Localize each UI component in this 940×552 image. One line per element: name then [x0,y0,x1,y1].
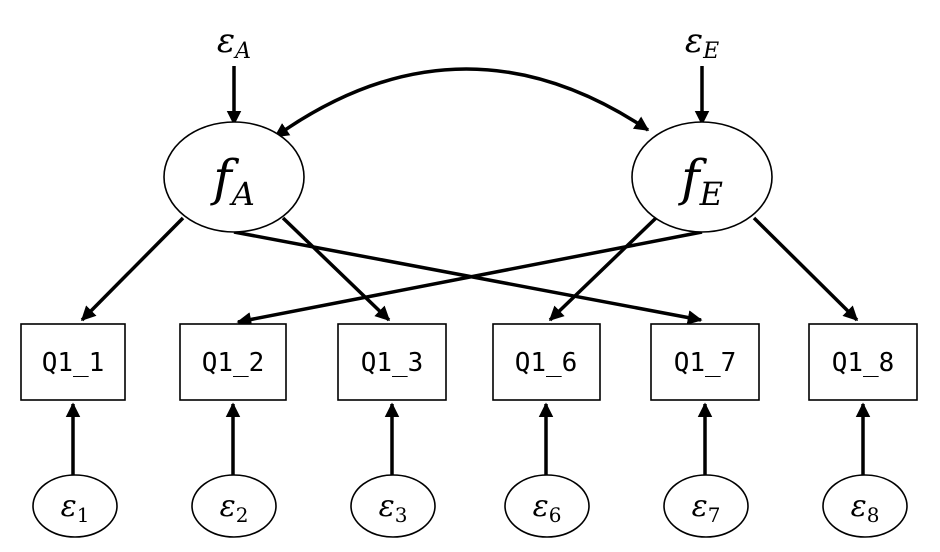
factor-a-node: fA [163,121,305,233]
factor-e-node: fE [631,121,773,233]
observed-q1-3: Q1_3 [337,323,447,401]
observed-q1-8: Q1_8 [808,323,918,401]
loading-fa-q1 [80,216,185,322]
observed-q1-6: Q1_6 [492,323,601,401]
observed-q1-1: Q1_1 [20,323,126,401]
error-1-node: ε1 [32,474,118,538]
factor-covariance-arrow [274,67,650,138]
loading-fe-q6 [548,216,658,322]
observed-q1-2: Q1_2 [179,323,287,401]
factor-a-error-label: εA [217,21,251,64]
svg-text:Q1_1: Q1_1 [42,348,105,378]
svg-text:ε1: ε1 [61,489,90,527]
svg-text:Q1_7: Q1_7 [674,348,737,378]
svg-text:ε8: ε8 [851,489,880,527]
error-2-node: ε2 [191,474,277,538]
loading-fa-q3 [281,216,391,322]
svg-text:Q1_8: Q1_8 [832,348,895,378]
svg-text:ε7: ε7 [692,489,721,527]
error-3-node: ε3 [350,474,436,538]
svg-text:Q1_3: Q1_3 [361,348,424,378]
factor-e-error-label: εE [685,21,719,64]
observed-q1-7: Q1_7 [650,323,760,401]
error-7-node: ε7 [663,474,749,538]
error-8-node: ε8 [822,474,908,538]
svg-text:ε3: ε3 [379,489,408,527]
svg-text:ε6: ε6 [533,489,562,527]
svg-text:Q1_2: Q1_2 [202,348,265,378]
svg-text:ε2: ε2 [220,489,249,527]
error-6-node: ε6 [504,474,590,538]
loading-fe-q8 [752,216,859,322]
svg-text:Q1_6: Q1_6 [515,348,578,378]
